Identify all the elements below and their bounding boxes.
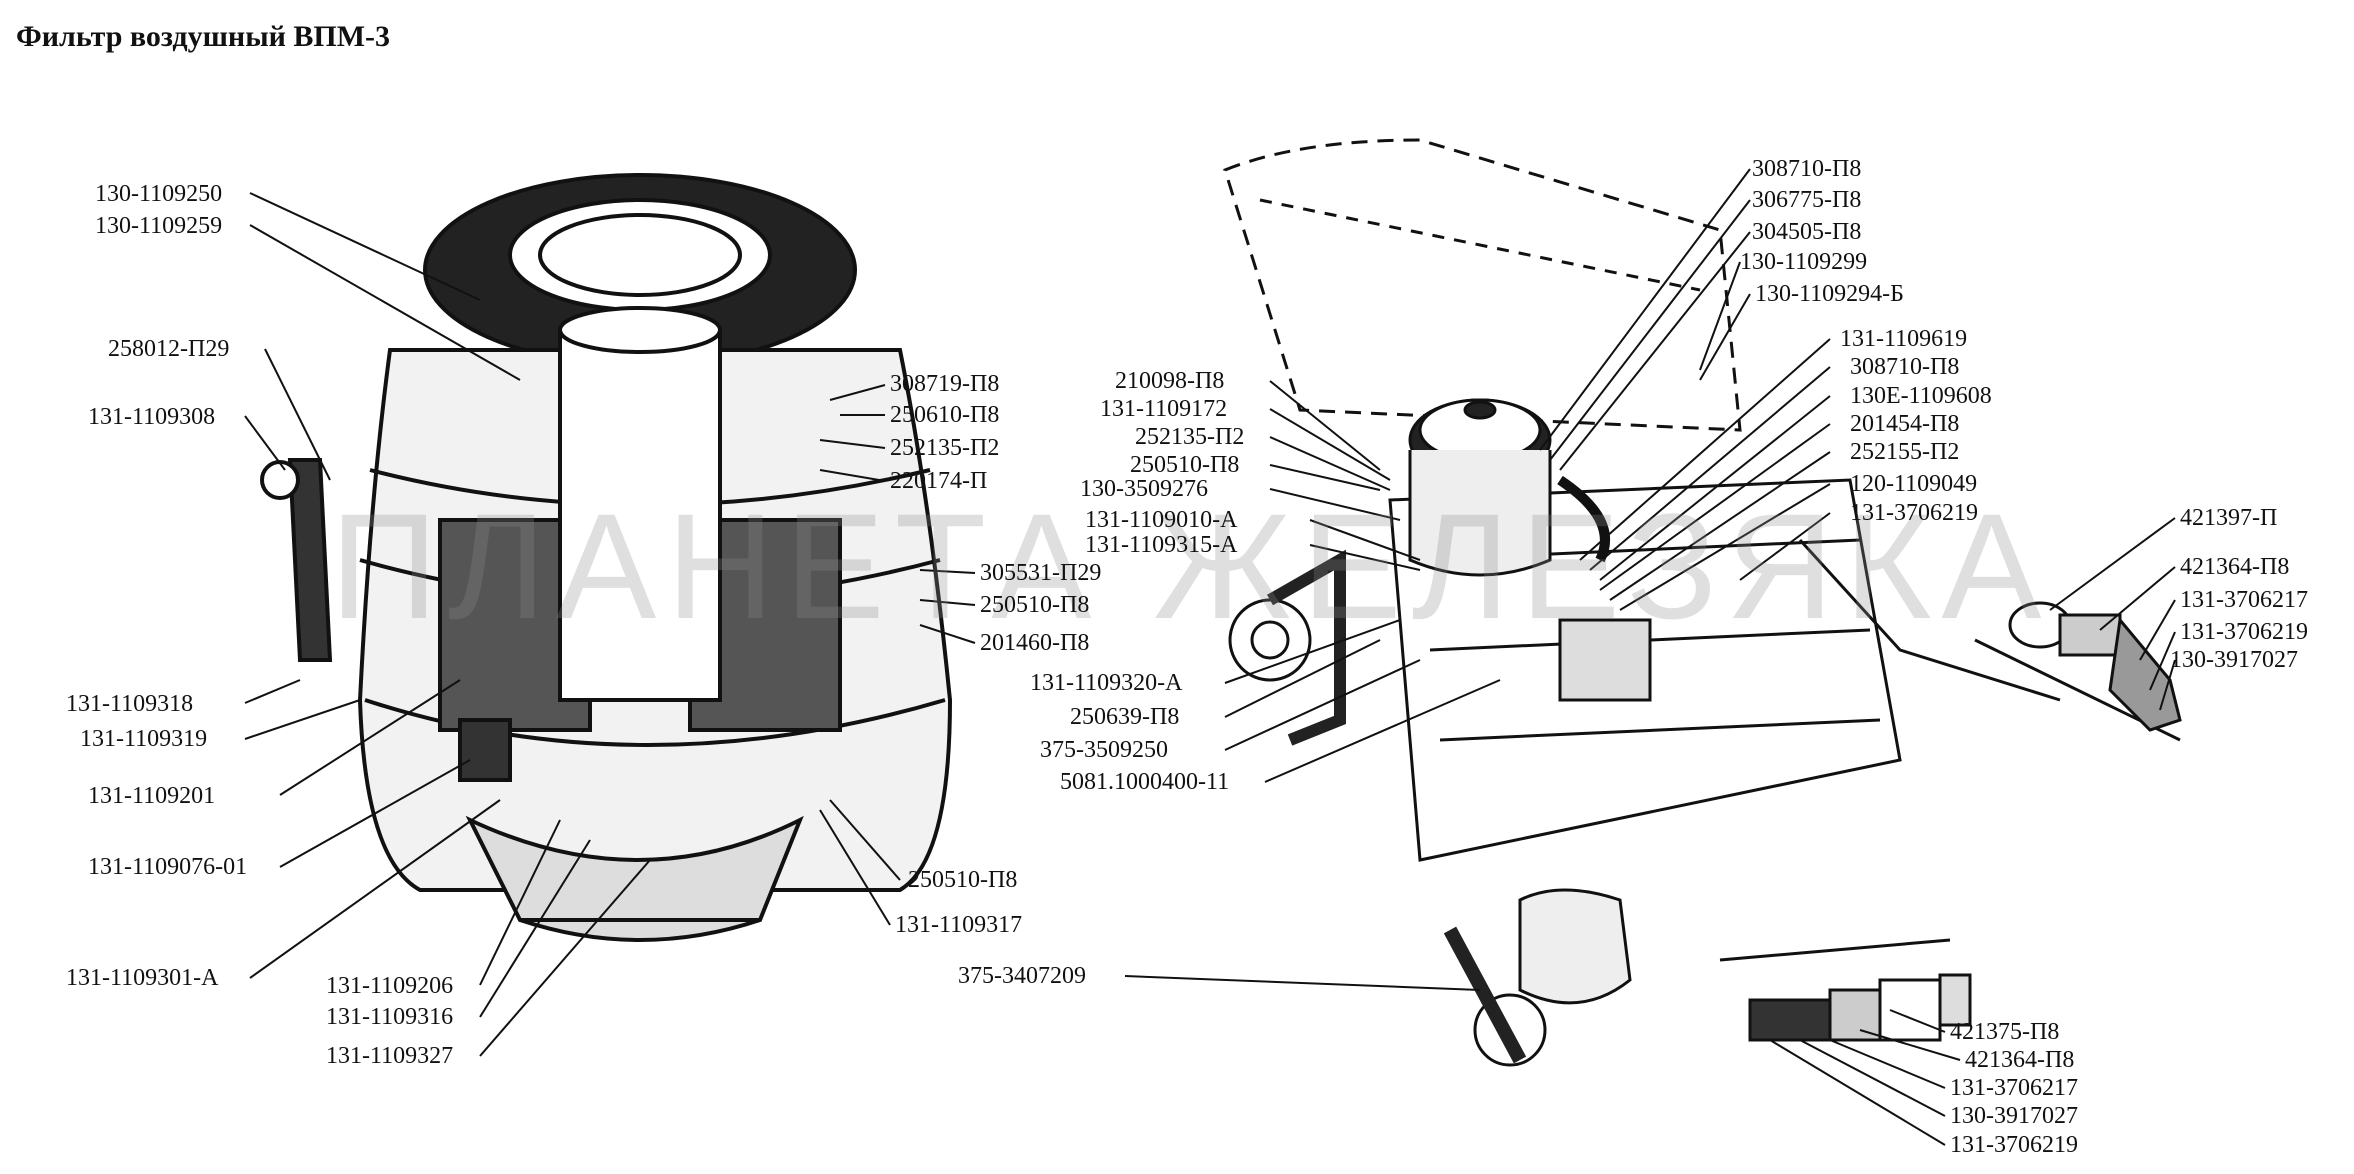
callout-label: 250510-П8: [1130, 452, 1240, 478]
callout-label: 130-3917027: [1950, 1103, 2078, 1129]
callout-label: 421397-П: [2180, 505, 2278, 531]
callout-label: 250610-П8: [890, 402, 1000, 428]
callout-label: 131-3706219: [1850, 500, 1978, 526]
sensor-fitting-bottom: [1719, 938, 1972, 1042]
callout-label: 201454-П8: [1850, 411, 1960, 437]
callout-label: 120-1109049: [1850, 471, 1978, 497]
air-filter-body: [260, 173, 953, 942]
callout-label: 305531-П29: [980, 560, 1102, 586]
callout-label: 252155-П2: [1850, 439, 1960, 465]
callout-label: 201460-П8: [980, 630, 1090, 656]
sensor-fitting-right: [1974, 601, 2182, 742]
callout-label: 131-1109172: [1100, 396, 1228, 422]
page-title: Фильтр воздушный ВПМ-3: [16, 20, 391, 53]
engine-assembly: [1223, 138, 2061, 1067]
callout-label: 131-1109320-А: [1030, 670, 1183, 696]
callout-label: 220174-П: [890, 468, 988, 494]
callout-label: 252135-П2: [890, 435, 1000, 461]
callout-label: 131-1109317: [895, 912, 1023, 938]
callout-label: 375-3509250: [1040, 737, 1168, 763]
callout-label: 131-1109619: [1840, 326, 1968, 352]
callout-label: 131-1109206: [326, 973, 454, 999]
callout-label: 130-1109299: [1740, 249, 1868, 275]
callout-label: 304505-П8: [1752, 219, 1862, 245]
callout-label: 250510-П8: [908, 867, 1018, 893]
callout-label: 131-1109327: [326, 1043, 454, 1069]
callout-label: 131-1109301-А: [66, 965, 219, 991]
callout-label: 252135-П2: [1135, 424, 1245, 450]
callout-label: 131-3706217: [1950, 1075, 2078, 1101]
callout-label: 250510-П8: [980, 592, 1090, 618]
callout-label: 210098-П8: [1115, 368, 1225, 394]
callout-label: 131-3706219: [1950, 1132, 2078, 1158]
callout-label: 131-1109316: [326, 1004, 454, 1030]
callout-label: 131-1109308: [88, 404, 216, 430]
callout-label: 131-1109318: [66, 691, 194, 717]
callout-label: 421364-П8: [1965, 1047, 2075, 1073]
callout-label: 306775-П8: [1752, 187, 1862, 213]
callout-label: 131-3706219: [2180, 619, 2308, 645]
callout-label: 131-1109010-А: [1085, 507, 1238, 533]
callout-label: 131-3706217: [2180, 587, 2308, 613]
callout-label: 308719-П8: [890, 371, 1000, 397]
callout-label: 421375-П8: [1950, 1019, 2060, 1045]
callout-label: 5081.1000400-11: [1060, 769, 1230, 795]
callout-label: 130-1109250: [95, 181, 223, 207]
leader-lines: [244, 168, 2176, 1146]
callout-label: 421364-П8: [2180, 554, 2290, 580]
callout-label: 131-1109201: [88, 783, 216, 809]
callout-label: 130Е-1109608: [1850, 383, 1992, 409]
callout-label: 258012-П29: [108, 336, 230, 362]
callout-label: 131-1109076-01: [88, 854, 248, 880]
callout-label: 308710-П8: [1850, 354, 1960, 380]
callout-label: 130-1109294-Б: [1755, 281, 1904, 307]
callout-label: 375-3407209: [958, 963, 1086, 989]
callout-label: 130-3917027: [2170, 647, 2298, 673]
callout-label: 308710-П8: [1752, 156, 1862, 182]
callout-label: 250639-П8: [1070, 704, 1180, 730]
callout-label: 131-1109319: [80, 726, 208, 752]
callout-label: 131-1109315-А: [1085, 532, 1238, 558]
callout-label: 130-3509276: [1080, 476, 1208, 502]
callout-label: 130-1109259: [95, 213, 223, 239]
